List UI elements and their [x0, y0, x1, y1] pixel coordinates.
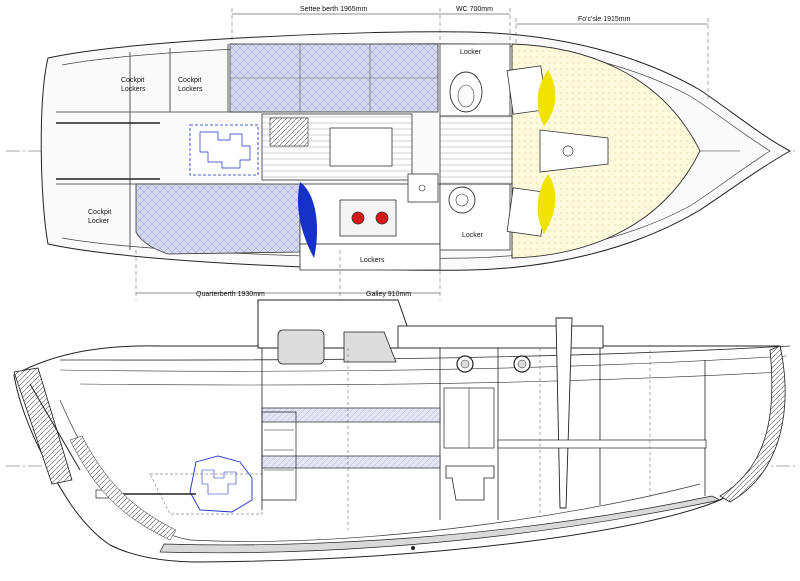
plan-view: Cockpit Lockers Cockpit Lockers Cockpit …: [6, 6, 795, 300]
engine-bay: [149, 473, 263, 515]
cockpit-lockers-label-2a: Cockpit: [178, 77, 201, 84]
dim-wc: WC 700mm: [456, 6, 493, 13]
sink-drain: [418, 184, 426, 192]
dim-galley: Galley 910mm: [366, 291, 411, 298]
blue-sail: [297, 182, 318, 258]
cockpit-lockers-label-2b: Lockers: [178, 86, 203, 93]
quarterberth-shelf: [261, 455, 441, 469]
porthole-1-inner: [460, 359, 470, 369]
cockpit-locker-label-a: Cockpit: [88, 209, 111, 216]
toilet-side: [445, 465, 495, 501]
cockpit-locker-label-b: Locker: [88, 218, 110, 225]
focsle-centre-cutout: [539, 129, 609, 173]
profile-view: [6, 299, 795, 563]
focsle-shelf: [497, 439, 707, 449]
cabin-top-extend: [397, 325, 604, 349]
keel: [159, 495, 722, 554]
companion-ladder: [261, 411, 297, 501]
porthole-2-inner: [517, 359, 527, 369]
aft-hatch-section: [69, 435, 177, 541]
engine-side-detail: [201, 469, 237, 495]
rudder-stock: [29, 383, 81, 471]
profile-hull: [13, 345, 784, 563]
locker-top-label: Locker: [460, 49, 482, 56]
toilet-plan: [449, 71, 483, 113]
saloon-table: [329, 127, 393, 167]
profile-bow-stem: [719, 345, 786, 503]
cabin-window-2: [343, 331, 397, 363]
stove: [339, 199, 397, 237]
cockpit-lockers-label-1a: Cockpit: [121, 77, 144, 84]
transom: [13, 367, 73, 485]
dim-focsle: Fo'c'sle 1915mm: [578, 16, 631, 23]
locker-bottom-label: Locker: [462, 232, 484, 239]
engine-plan-detail: [199, 131, 251, 169]
keel-bolt: [411, 546, 415, 550]
dim-quarterberth: Quarterberth 1930mm: [196, 291, 265, 298]
mast-step: [562, 145, 574, 157]
dim-settee-berth: Settee berth 1965mm: [300, 6, 367, 13]
quarterberth: [135, 183, 301, 255]
settee-shelf: [261, 407, 441, 423]
profile-sheer-3: [79, 371, 781, 386]
yellow-sail-bottom: [537, 174, 556, 234]
companionway-steps: [269, 117, 309, 147]
cockpit-lockers-label-1b: Lockers: [121, 86, 146, 93]
wash-basin-inner: [455, 193, 469, 207]
lockers-label: Lockers: [360, 257, 385, 264]
profile-sheer-2: [59, 355, 787, 372]
stove-burner-1: [351, 211, 365, 225]
toilet-seat: [457, 84, 475, 108]
passage: [439, 115, 521, 185]
engine-plan: [189, 124, 259, 176]
wash-basin: [448, 186, 476, 214]
yellow-sail-top: [537, 70, 556, 126]
stove-burner-2: [375, 211, 389, 225]
galley-sink: [407, 173, 439, 203]
cabin-window-1: [277, 329, 325, 365]
